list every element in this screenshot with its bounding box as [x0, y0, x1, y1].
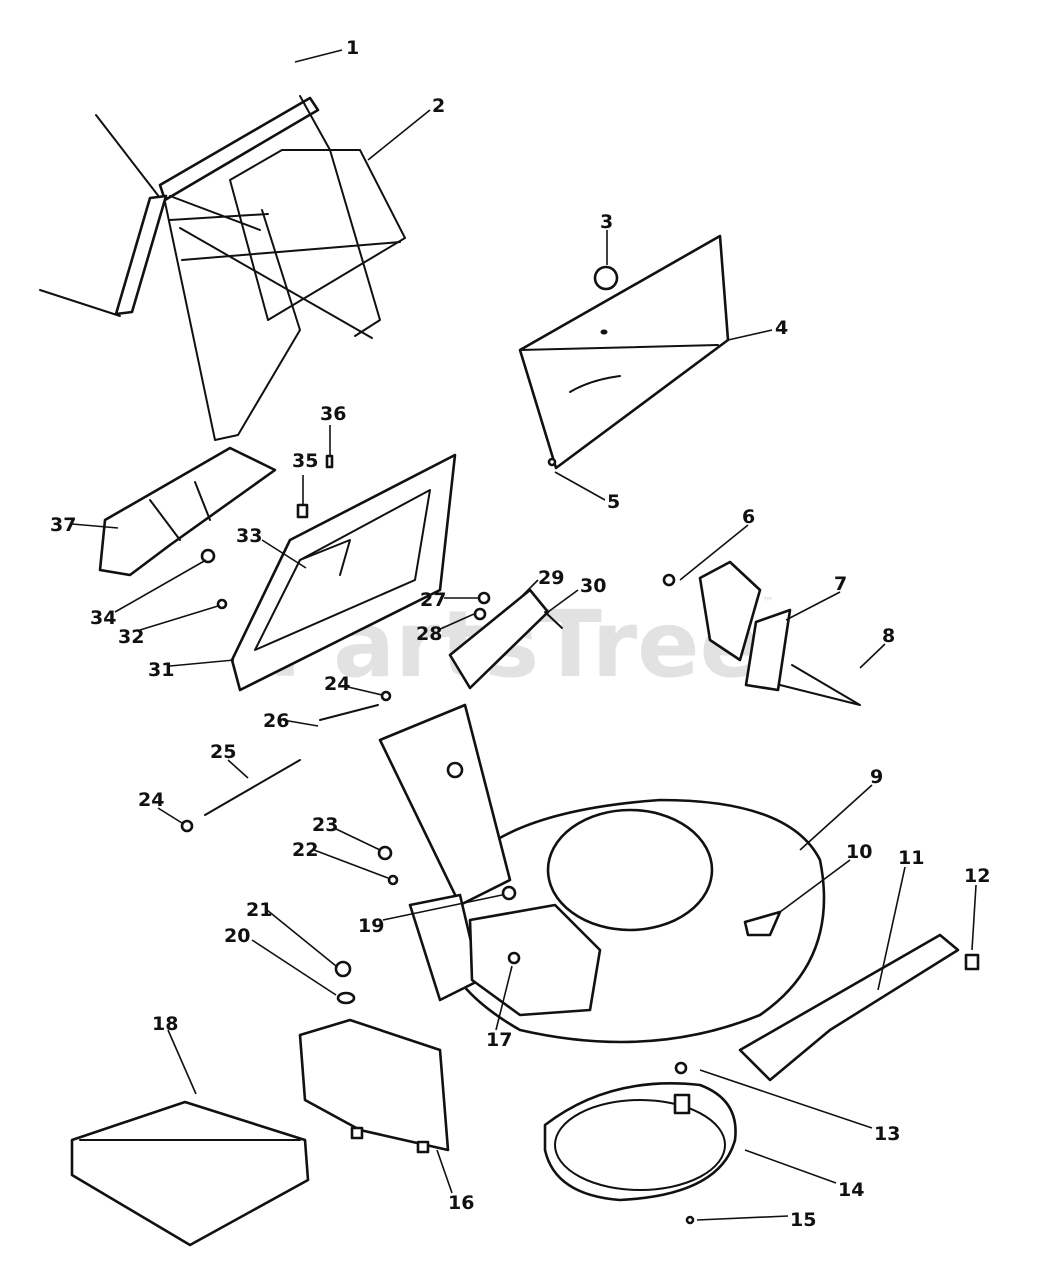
- watermark-trademark: ™: [762, 595, 774, 609]
- callout-11: 11: [898, 847, 924, 869]
- callout-22: 22: [292, 839, 318, 861]
- callout-20: 20: [224, 925, 250, 947]
- part-rod: [204, 759, 301, 816]
- callout-9: 9: [870, 766, 883, 788]
- callout-32: 32: [118, 626, 144, 648]
- callout-25: 25: [210, 741, 236, 763]
- callout-31: 31: [148, 659, 174, 681]
- callout-28: 28: [416, 623, 442, 645]
- callout-14: 14: [838, 1179, 864, 1201]
- part-bolt-36: [325, 454, 334, 469]
- callout-labels: 1 2 3 4 5 6 7 8 9 10 11 12 13 14 15 16 1…: [50, 37, 990, 1231]
- callout-27: 27: [420, 589, 446, 611]
- part-blade-housing: [543, 1061, 737, 1225]
- part-bag-frame: [164, 95, 406, 441]
- part-side-chute: [738, 933, 980, 1082]
- callout-24a: 24: [138, 789, 164, 811]
- part-mower-deck: [378, 703, 826, 1044]
- callout-33: 33: [236, 525, 262, 547]
- callout-15: 15: [790, 1209, 816, 1231]
- callout-29: 29: [538, 567, 564, 589]
- callout-17: 17: [486, 1029, 512, 1051]
- part-grass-bag: [39, 96, 320, 317]
- callout-2: 2: [432, 95, 445, 117]
- part-engine-cover: [662, 560, 861, 706]
- part-spring: [319, 704, 379, 721]
- callout-3: 3: [600, 211, 613, 233]
- callout-6: 6: [742, 506, 755, 528]
- callout-21: 21: [246, 899, 272, 921]
- callout-16: 16: [448, 1192, 474, 1214]
- part-bolt-17: [507, 951, 521, 965]
- part-nut-35: [296, 503, 309, 519]
- part-nut-24b: [380, 690, 392, 702]
- part-screw-32: [216, 598, 228, 610]
- part-deflector: [98, 446, 277, 577]
- callout-36: 36: [320, 403, 346, 425]
- callout-12: 12: [964, 865, 990, 887]
- callout-7: 7: [834, 573, 847, 595]
- callout-5: 5: [607, 491, 620, 513]
- callout-24b: 24: [324, 673, 350, 695]
- callout-10: 10: [846, 841, 872, 863]
- part-nut-24a: [180, 819, 194, 833]
- leader-lines: [71, 49, 977, 1221]
- callout-18: 18: [152, 1013, 178, 1035]
- part-discharge-chute: [70, 1100, 310, 1247]
- callout-13: 13: [874, 1123, 900, 1145]
- callout-19: 19: [358, 915, 384, 937]
- callout-8: 8: [882, 625, 895, 647]
- callout-1: 1: [346, 37, 359, 59]
- callout-26: 26: [263, 710, 289, 732]
- callout-37: 37: [50, 514, 76, 536]
- part-hinge-plate: [230, 453, 457, 692]
- callout-35: 35: [292, 450, 318, 472]
- callout-23: 23: [312, 814, 338, 836]
- part-screw-22: [387, 874, 399, 886]
- part-washer-23: [377, 845, 393, 861]
- part-nut-19: [501, 885, 517, 901]
- callout-30: 30: [580, 575, 606, 597]
- part-rear-door: [518, 234, 730, 470]
- callout-4: 4: [775, 317, 788, 339]
- callout-34: 34: [90, 607, 116, 629]
- part-rear-flap: [298, 1018, 450, 1154]
- part-nut-21: [334, 960, 352, 978]
- part-washer-20: [336, 991, 356, 1005]
